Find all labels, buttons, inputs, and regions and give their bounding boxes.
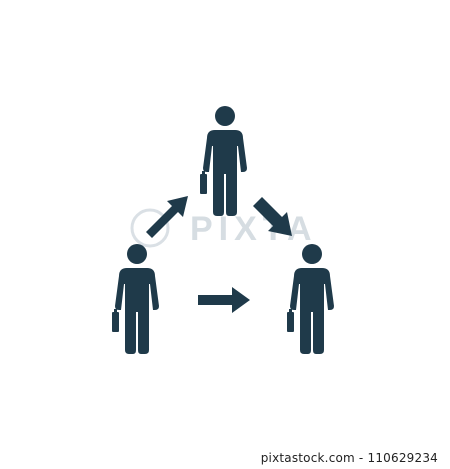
arrow-down-right-icon — [253, 197, 292, 236]
arrow-up-right-icon — [146, 196, 188, 238]
stock-credit-text: pixtastock.com - 110629234 — [260, 451, 438, 465]
person-top-icon — [200, 106, 247, 216]
person-left-icon — [112, 244, 159, 354]
watermark-text: PIXTA — [190, 210, 318, 248]
person-right-icon — [287, 244, 334, 354]
watermark-logo-icon — [130, 208, 170, 248]
arrow-right-icon — [198, 287, 250, 313]
